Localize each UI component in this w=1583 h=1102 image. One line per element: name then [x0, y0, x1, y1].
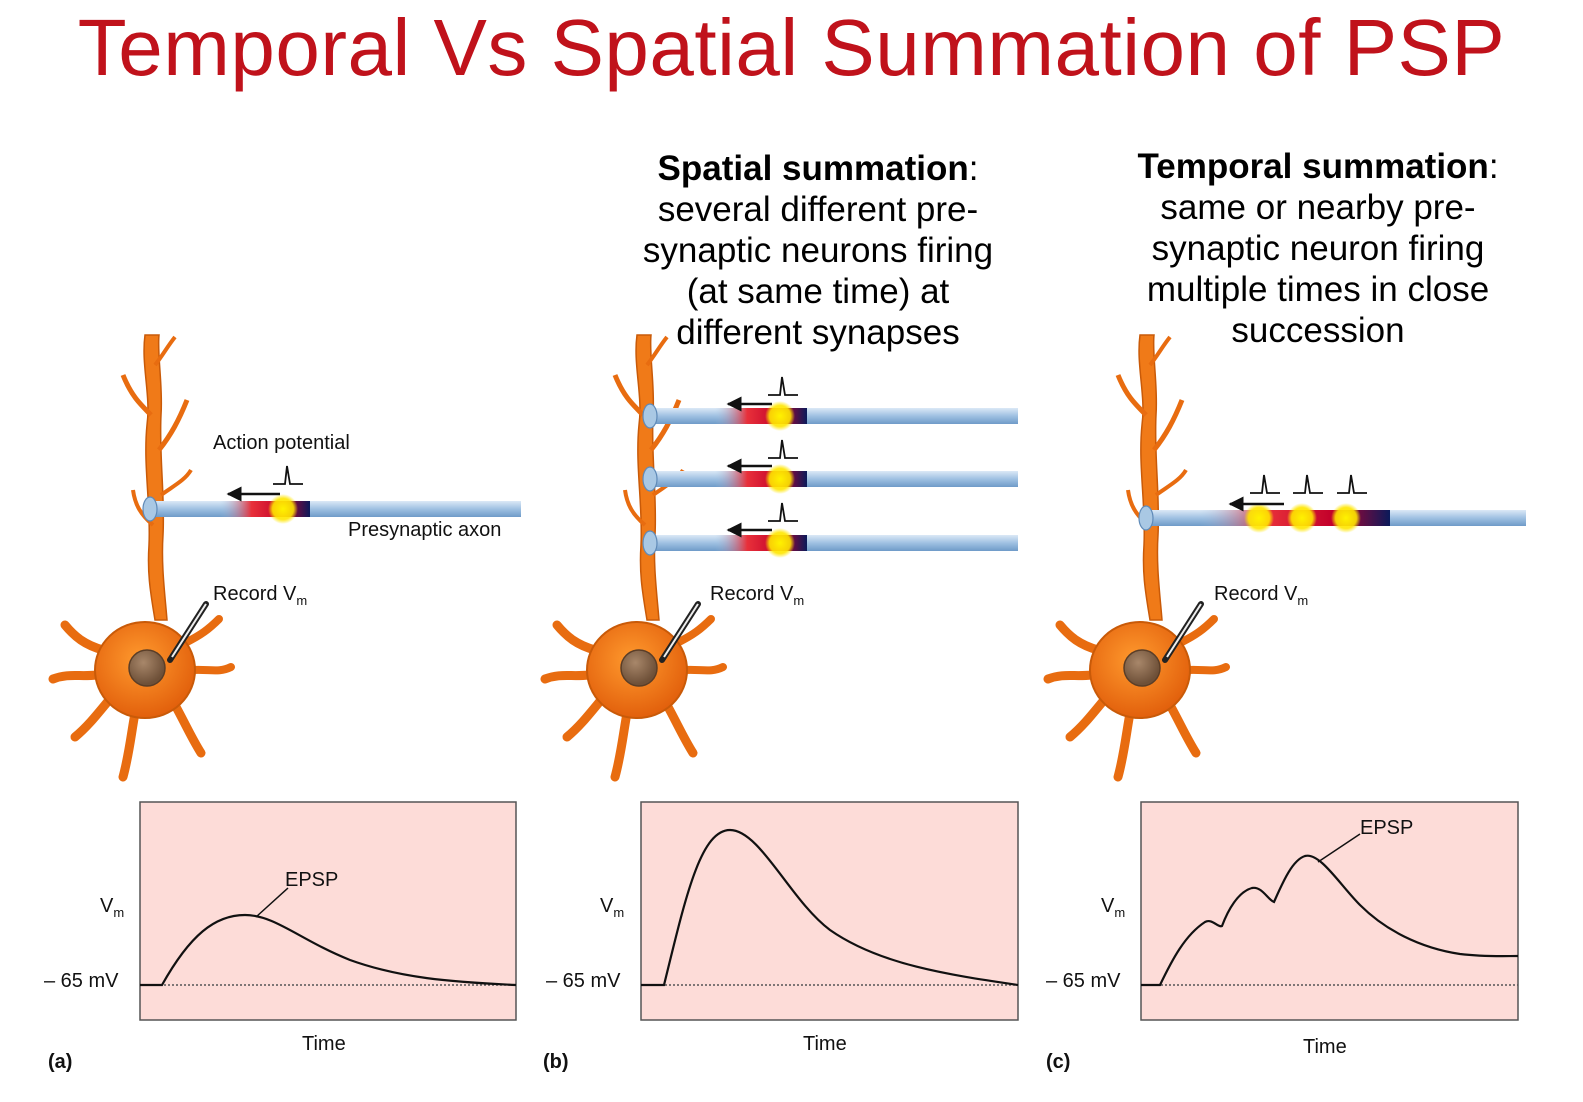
temporal-line-1: same or nearby pre- [1160, 188, 1476, 227]
spatial-heading: Spatial summation [657, 149, 969, 188]
graph-a [139, 801, 517, 1021]
spatial-line-2: synaptic neurons firing [642, 231, 994, 270]
presynaptic-axon-b3 [642, 528, 1018, 558]
temporal-colon: : [1488, 147, 1499, 186]
temporal-heading: Temporal summation [1137, 147, 1489, 186]
panel-label-b: (b) [543, 1051, 569, 1073]
time-label-a: Time [302, 1033, 346, 1055]
panel-c: Record Vm EPSP Vm – 65 mV Time (c) [1046, 335, 1526, 1073]
neuron-a [53, 335, 231, 777]
spatial-line-4: different synapses [676, 313, 960, 352]
neuron-b [545, 335, 723, 777]
presynaptic-axon-label: Presynaptic axon [348, 519, 501, 541]
action-potential-label: Action potential [213, 432, 350, 454]
vm-axis-label-c: Vm [1101, 895, 1125, 920]
record-vm-label-b: Record Vm [710, 583, 804, 608]
record-vm-label-a: Record Vm [213, 583, 307, 608]
temporal-line-4: succession [1231, 311, 1405, 350]
baseline-label-c: – 65 mV [1046, 970, 1121, 992]
epsp-label-a: EPSP [285, 869, 338, 891]
spatial-colon: : [968, 149, 979, 188]
spike-b3 [767, 502, 799, 522]
spatial-summation-description: Spatial summation: several different pre… [598, 148, 1038, 353]
depolarization-spot-a [268, 494, 298, 524]
panel-label-c: (c) [1046, 1051, 1070, 1073]
spike-c2 [1292, 474, 1324, 494]
spike-b1 [767, 376, 799, 396]
record-vm-label-c: Record Vm [1214, 583, 1308, 608]
panel-a: Action potential Presynaptic axon Record… [44, 335, 521, 1073]
graph-b [640, 801, 1019, 1021]
presynaptic-axon-b2 [642, 464, 1018, 494]
time-label-b: Time [803, 1033, 847, 1055]
epsp-label-c: EPSP [1360, 817, 1413, 839]
spike-a [272, 465, 304, 485]
panel-b: Record Vm Vm – 65 mV Time (b) [543, 335, 1019, 1073]
spatial-line-1: several different pre- [657, 190, 979, 229]
temporal-line-2: synaptic neuron firing [1151, 229, 1485, 268]
page-title: Temporal Vs Spatial Summation of PSP [77, 3, 1506, 92]
vm-axis-label-a: Vm [100, 895, 124, 920]
spatial-line-3: (at same time) at [686, 272, 950, 311]
epsp-pointer-c [1317, 833, 1361, 863]
spike-c1 [1249, 474, 1281, 494]
depolarization-spot-c3 [1331, 503, 1361, 533]
neuron-c [1048, 335, 1226, 777]
epsp-trace-a [140, 913, 517, 987]
depolarization-spot-c2 [1287, 503, 1317, 533]
presynaptic-axon-c [1138, 503, 1526, 533]
spike-c3 [1336, 474, 1368, 494]
baseline-label-b: – 65 mV [546, 970, 621, 992]
epsp-trace-c [1141, 854, 1519, 987]
spatial-heading-line: Spatial summation: [598, 148, 1038, 189]
temporal-heading-line: Temporal summation: [1098, 146, 1538, 187]
presynaptic-axon-a [142, 494, 521, 524]
presynaptic-axon-b1 [642, 401, 1018, 431]
temporal-line-3: multiple times in close [1146, 270, 1490, 309]
graph-c [1140, 801, 1519, 1021]
temporal-summation-description: Temporal summation: same or nearby pre- … [1098, 146, 1538, 351]
spike-b2 [767, 439, 799, 459]
vm-axis-label-b: Vm [600, 895, 624, 920]
time-label-c: Time [1303, 1036, 1347, 1058]
baseline-label-a: – 65 mV [44, 970, 119, 992]
epsp-pointer-a [255, 887, 289, 918]
depolarization-spot-c1 [1244, 503, 1274, 533]
epsp-trace-b [641, 828, 1019, 987]
panel-label-a: (a) [48, 1051, 72, 1073]
